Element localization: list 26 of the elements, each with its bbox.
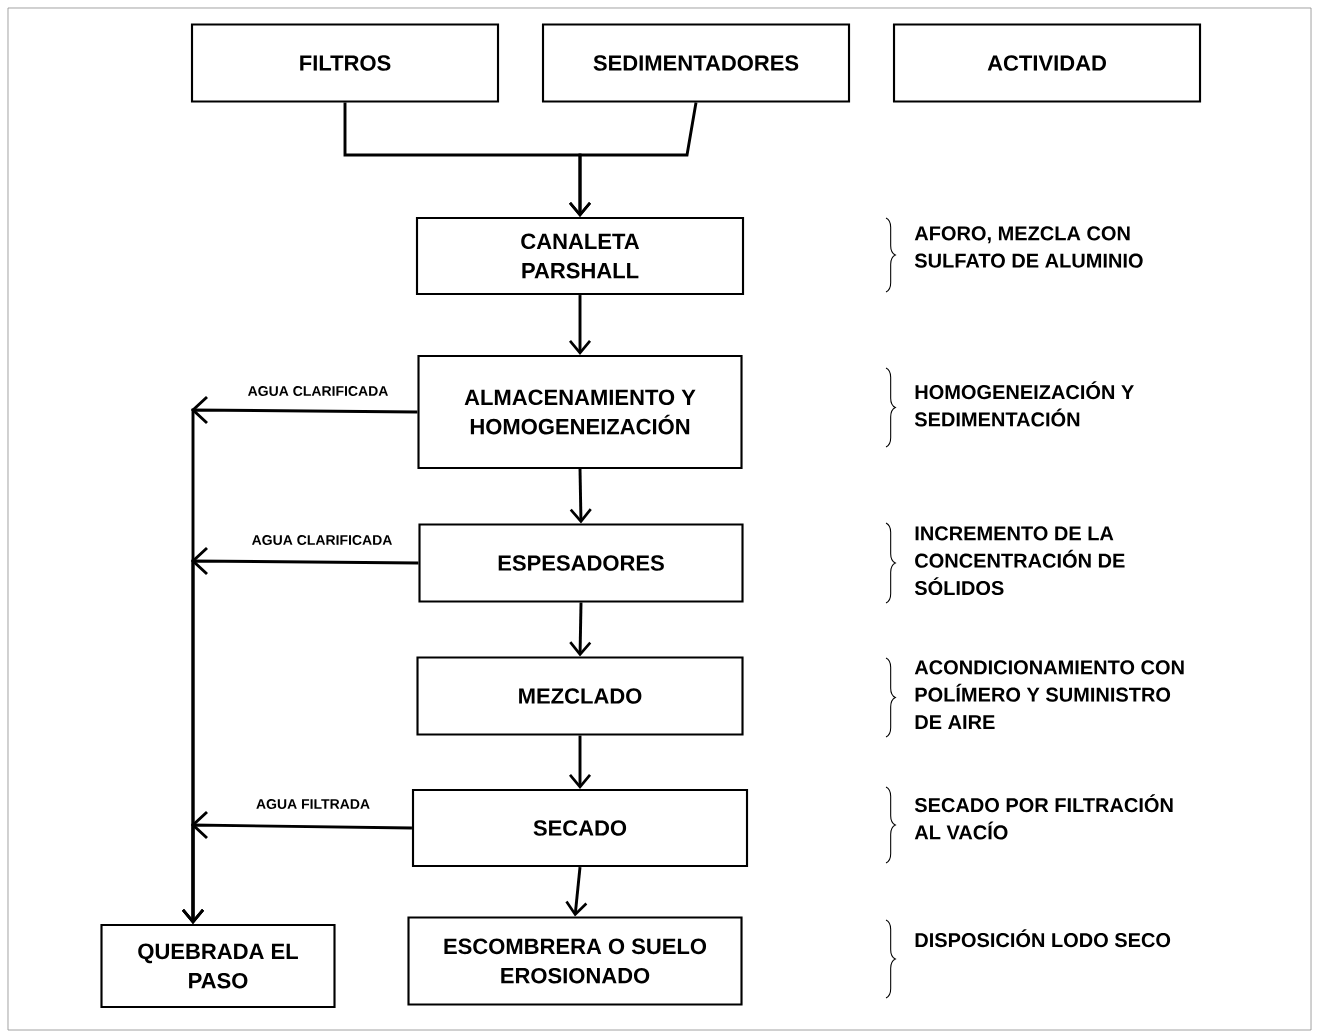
arrow <box>569 602 592 657</box>
edge-label: AGUA CLARIFICADA <box>248 386 388 396</box>
process-box: SECADO <box>411 788 749 868</box>
process-box: FILTROS <box>190 23 500 103</box>
process-box: MEZCLADO <box>416 656 744 736</box>
process-box: ACTIVIDAD <box>892 23 1202 103</box>
process-box: SEDIMENTADORES <box>541 23 851 103</box>
process-box: ESCOMBRERA O SUELO EROSIONADO <box>407 916 743 1006</box>
arrow <box>569 469 592 524</box>
arrow <box>565 866 588 917</box>
activity-text: DISPOSICIÓN LODO SECO <box>915 929 1171 948</box>
arrow <box>569 102 698 217</box>
edge-label: AGUA CLARIFICADA <box>252 535 392 545</box>
activity-text: AFORO, MEZCLA CON SULFATO DE ALUMINIO <box>914 226 1143 268</box>
process-box: ESPESADORES <box>418 523 744 603</box>
process-box: ALMACENAMIENTO Y HOMOGENEIZACIÓN <box>417 354 743 470</box>
arrow <box>569 295 592 355</box>
activity-text: ACONDICIONAMIENTO CON POLÍMERO Y SUMINISTRO DE AIRE <box>914 660 1184 729</box>
activity-text: SECADO POR FILTRACIÓN AL VACÍO <box>914 794 1173 840</box>
process-box: CANALETA PARSHALL <box>415 216 745 296</box>
process-box: QUEBRADA EL PASO <box>100 923 336 1009</box>
activity-text: INCREMENTO DE LA CONCENTRACIÓN DE SÓLIDOS <box>914 526 1125 596</box>
edge-label: AGUA FILTRADA <box>256 799 370 809</box>
activity-text: HOMOGENEIZACIÓN Y SEDIMENTACIÓN <box>914 381 1134 427</box>
arrow <box>181 810 412 924</box>
arrow <box>569 735 592 789</box>
